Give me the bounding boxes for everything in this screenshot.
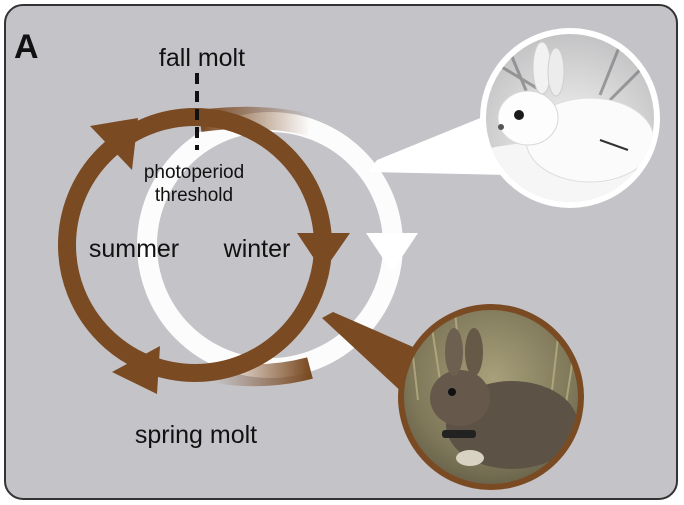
summer-hare-photo [398,304,585,490]
winter-label: winter [223,235,291,263]
spring-molt-label: spring molt [135,421,257,449]
fall-molt-label: fall molt [159,44,245,72]
threshold-label: threshold [155,185,233,206]
summer-label: summer [89,235,179,263]
photoperiod-label: photoperiod [144,162,244,183]
panel-letter: A [14,28,39,66]
